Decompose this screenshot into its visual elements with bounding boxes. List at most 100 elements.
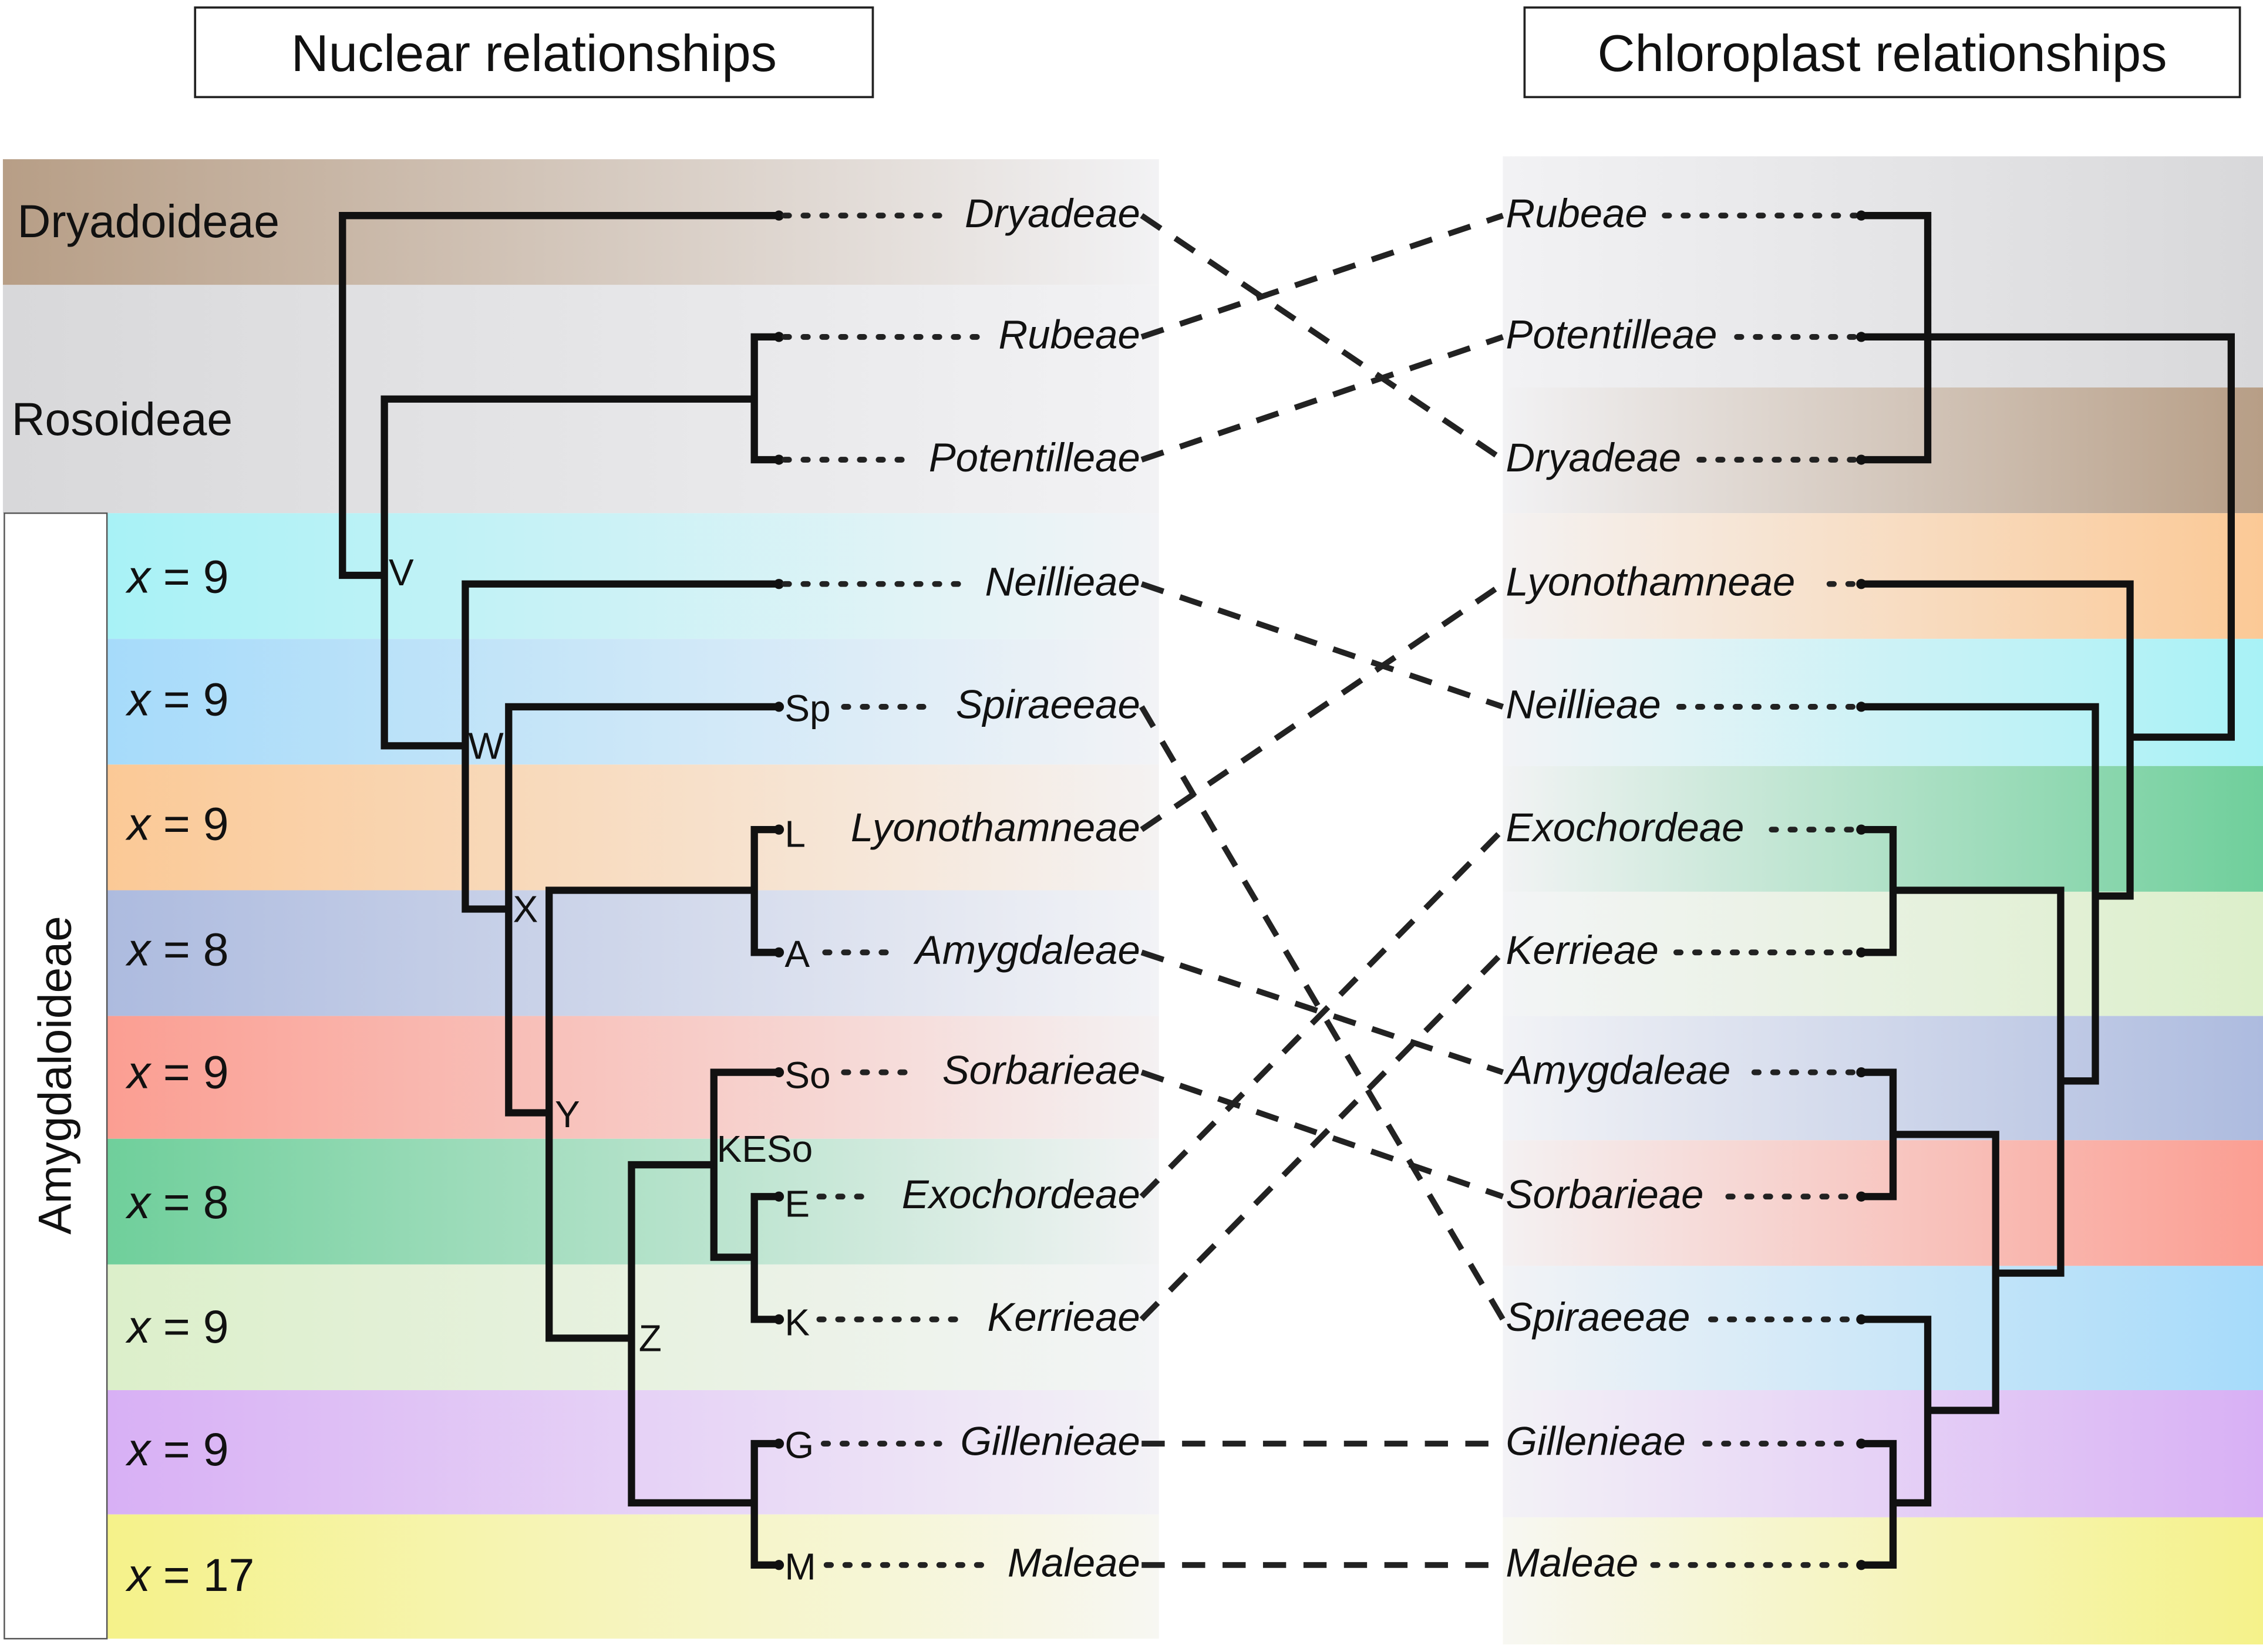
nuclear-tribe-label: Amygdaleae — [913, 928, 1140, 973]
branch-x-node — [505, 703, 779, 1117]
subfamily-rosoideae-label: Rosoideae — [12, 393, 233, 445]
chromosome-numbers: x = 9 x = 9 x = 9 x = 8 x = 9 x = 8 x = … — [125, 551, 255, 1602]
connector-lyonothamneae — [1140, 581, 1505, 832]
connector-exochordeae — [1139, 827, 1505, 1199]
cp-band-amygdaleae — [1503, 1016, 2263, 1141]
cp-band-neillieae — [1503, 639, 2263, 766]
branch-w-node — [462, 580, 779, 913]
band-neillieae — [107, 513, 1159, 639]
cp-branch-lyonothamneae — [1861, 580, 2134, 900]
chromosome-number: x = 17 — [125, 1549, 255, 1601]
tip-dot — [773, 702, 784, 712]
tanglegram-connectors — [1139, 213, 1506, 1568]
cp-band-gillenieae — [1503, 1390, 2263, 1518]
tip-dot — [773, 1438, 784, 1449]
nuclear-tribe-label: Rubeae — [998, 312, 1140, 358]
tip-label-l: L — [784, 813, 806, 855]
nuclear-tribe-label: Maleae — [1008, 1540, 1140, 1585]
connector-amygdaleae — [1140, 949, 1504, 1076]
branch-g-m-clade — [750, 1439, 779, 1569]
nuclear-leaders — [782, 213, 993, 1568]
node-label-w: W — [468, 725, 504, 767]
chloroplast-bands — [1503, 156, 2263, 1645]
cp-branch-neillieae — [1861, 703, 2099, 1085]
chloroplast-tribe-label: Maleae — [1506, 1540, 1638, 1585]
header-chloroplast-box — [1523, 6, 2241, 99]
cp-band-rosoideae — [1503, 156, 2263, 388]
node-label-keso: KESo — [717, 1128, 813, 1170]
chloroplast-tribe-label: Spiraeeae — [1506, 1294, 1690, 1340]
chloroplast-tribe-label: Sorbarieae — [1506, 1172, 1703, 1217]
tip-dot — [773, 1560, 784, 1570]
chloroplast-leaders — [1650, 213, 1858, 1568]
branch-z-node — [628, 1161, 755, 1507]
chloroplast-tree — [1861, 212, 2235, 1569]
tip-dot — [773, 332, 784, 342]
subfamily-amygdaloideae-label: Amygdaloideae — [29, 916, 81, 1235]
tip-label-e: E — [784, 1183, 810, 1225]
chromosome-number: x = 9 — [125, 798, 229, 849]
chloroplast-tribe-label: Neillieae — [1506, 682, 1661, 727]
connector-dryadeae — [1140, 213, 1505, 463]
chromosome-number: x = 9 — [125, 551, 229, 603]
tip-dot — [773, 454, 784, 465]
band-amygdaleae — [107, 890, 1159, 1016]
nuclear-tribe-label: Neillieae — [985, 559, 1140, 604]
branch-dryadeae — [339, 212, 779, 579]
cp-band-maleae — [1503, 1517, 2263, 1645]
chloroplast-tribe-label: Gillenieae — [1506, 1419, 1685, 1464]
tip-label-m: M — [784, 1545, 816, 1587]
cp-branch-gillenieae-maleae — [1861, 1439, 1897, 1569]
chromosome-number: x = 8 — [125, 923, 229, 975]
band-lyonothamneae — [107, 764, 1159, 891]
chloroplast-tribe-label: Potentilleae — [1506, 312, 1717, 358]
node-label-y: Y — [555, 1093, 580, 1135]
chloroplast-tribe-labels: Rubeae Potentilleae Dryadeae Lyonothamne… — [1503, 191, 1795, 1586]
tip-dot — [773, 210, 784, 221]
header-chloroplast-title: Chloroplast relationships — [1598, 24, 2167, 82]
chloroplast-tribe-label: Kerrieae — [1506, 928, 1658, 973]
amygdaloideae-box — [4, 512, 108, 1640]
node-label-x: X — [513, 888, 538, 930]
nuclear-tribe-label: Sorbarieae — [942, 1047, 1140, 1093]
nuclear-tribe-label: Gillenieae — [960, 1419, 1140, 1464]
header-chloroplast: Chloroplast relationships — [1523, 6, 2241, 99]
branch-v-node — [380, 395, 755, 750]
chloroplast-tribe-label: Amygdaleae — [1503, 1047, 1730, 1093]
cp-band-spiraeeae — [1503, 1266, 2263, 1390]
connector-neillieae — [1140, 581, 1504, 710]
node-label-v: V — [389, 551, 414, 594]
tip-dot — [773, 824, 784, 835]
cp-branch-ke-node — [1892, 886, 2065, 1277]
tip-dot — [773, 1191, 784, 1202]
cp-band-dryadeae — [1503, 387, 2263, 514]
cp-branch-spiraeeae — [1861, 1316, 1932, 1507]
chromosome-number: x = 8 — [125, 1176, 229, 1228]
chromosome-number: x = 9 — [125, 1301, 229, 1353]
nuclear-tips — [773, 210, 784, 1570]
branch-y-node — [545, 886, 755, 1342]
node-label-z: Z — [639, 1317, 662, 1360]
nuclear-tribe-labels: Dryadeae Rubeae Potentilleae Neillieae S… — [851, 191, 1140, 1586]
tip-dot — [773, 579, 784, 589]
cp-branch-rosoideae-root — [1861, 333, 2235, 741]
chloroplast-tribe-label: Exochordeae — [1506, 805, 1744, 850]
tip-label-k: K — [784, 1301, 810, 1343]
chloroplast-tribe-label: Dryadeae — [1506, 435, 1681, 480]
nuclear-tribe-label: Lyonothamneae — [851, 805, 1140, 850]
nuclear-tribe-label: Potentilleae — [929, 435, 1140, 480]
connector-potentilleae — [1140, 334, 1504, 463]
tip-dot — [773, 1067, 784, 1078]
header-nuclear-box — [194, 6, 874, 99]
band-sorbarieae — [107, 1016, 1159, 1139]
tip-dot — [773, 1314, 784, 1325]
tip-label-a: A — [784, 933, 810, 975]
nuclear-tribe-label: Dryadeae — [965, 191, 1140, 236]
band-dryadoideae — [2, 159, 1159, 285]
chromosome-number: x = 9 — [125, 674, 229, 726]
nuclear-tribe-label: Spiraeeae — [956, 682, 1140, 727]
cp-band-lyonothamneae — [1503, 513, 2263, 639]
chromosome-number: x = 9 — [125, 1424, 229, 1475]
